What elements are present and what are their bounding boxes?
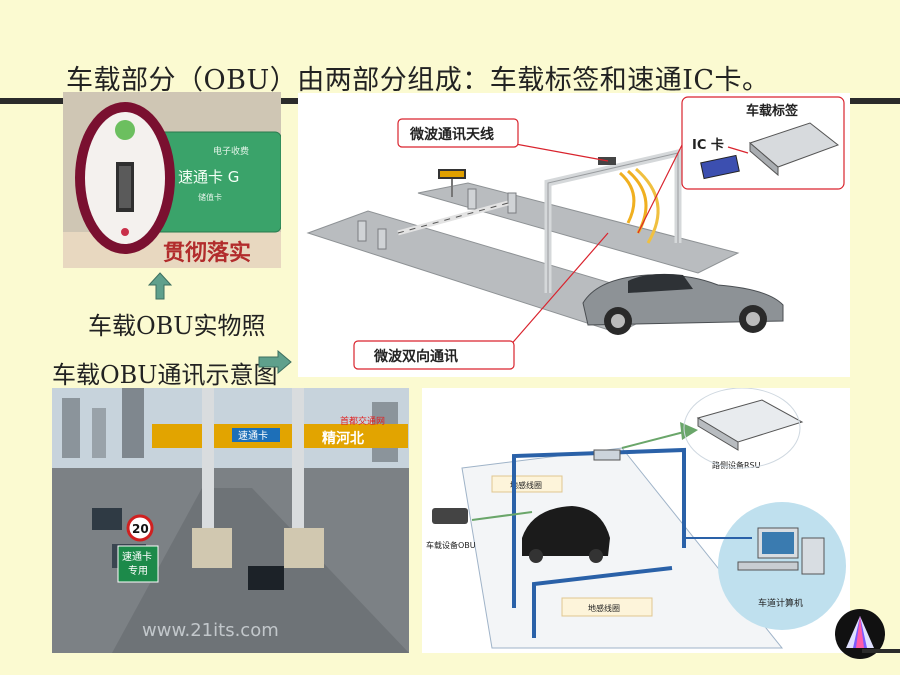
label-ic: IC 卡 — [692, 137, 724, 153]
toll-plaza-photo: 速通卡 精河北 首都交通网 20 速通卡 专用 www.21its.com — [52, 388, 409, 653]
slide-title: 车载部分（OBU）由两部分组成：车载标签和速通IC卡。 — [66, 65, 770, 96]
up-arrow-icon — [148, 272, 172, 300]
sign-right: 精河北 — [322, 430, 364, 447]
watermark: www.21its.com — [142, 620, 279, 641]
lane-sign-line2: 专用 — [128, 564, 148, 577]
label-obu: 车载设备OBU — [426, 540, 476, 550]
label-tag: 车载标签 — [746, 103, 799, 119]
sign-top: 首都交通网 — [340, 415, 385, 427]
caption-obu-diagram: 车载OBU通讯示意图 — [52, 361, 278, 389]
lane-sign-line1: 速通卡 — [122, 550, 152, 563]
obu-photo: 电子收费 速通卡 G 储值卡 贯彻落实 — [63, 92, 281, 268]
card-line2: 速通卡 G — [178, 168, 239, 186]
lane-system-diagram: 地感线圈 地感线圈 路侧设备RSU 车载设备OBU 车道计算机 — [422, 388, 850, 653]
right-arrow-icon — [258, 350, 292, 374]
label-antenna: 微波通讯天线 — [409, 126, 494, 143]
sign-left: 速通卡 — [238, 429, 268, 442]
card-line3: 储值卡 — [198, 192, 222, 202]
logo-icon — [835, 609, 885, 659]
obu-comm-diagram: 微波通讯天线 微波双向通讯 车载标签 IC 卡 — [298, 93, 850, 377]
label-rsu: 路侧设备RSU — [712, 460, 761, 470]
caption-obu-photo: 车载OBU实物照 — [88, 312, 266, 340]
bottom-divider — [862, 649, 900, 653]
label-computer: 车道计算机 — [758, 597, 803, 609]
banner-text: 贯彻落实 — [163, 240, 251, 266]
label-loop-top: 地感线圈 — [510, 480, 542, 490]
label-two-way: 微波双向通讯 — [373, 348, 458, 365]
card-line1: 电子收费 — [213, 145, 249, 157]
label-loop-bottom: 地感线圈 — [588, 603, 620, 613]
speed-limit: 20 — [132, 522, 149, 536]
